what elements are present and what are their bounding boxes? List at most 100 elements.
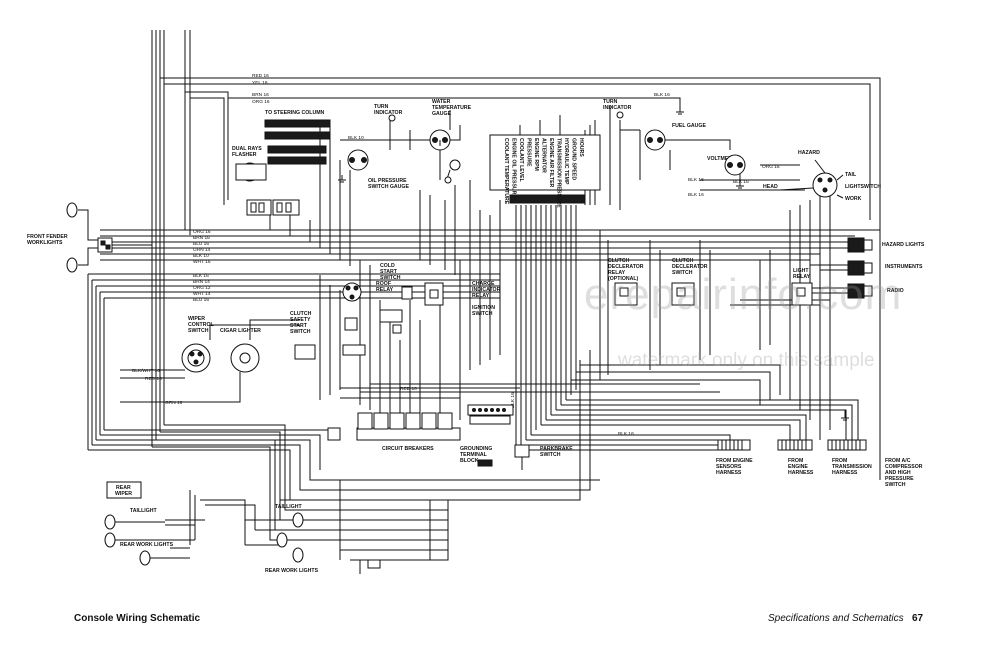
label: CONTROL bbox=[188, 322, 214, 328]
label: LIGHTSWITCH bbox=[845, 184, 881, 190]
wire-label: WHT 16 bbox=[193, 259, 211, 265]
label: INSTRUMENTS bbox=[885, 264, 923, 270]
label: FROM bbox=[832, 458, 847, 464]
rear-wiper: REAR WIPER bbox=[106, 481, 142, 499]
warning-panel-label: COOLANT LEVEL bbox=[518, 138, 524, 183]
label: LIGHT bbox=[793, 268, 809, 274]
wire-label: BLU 16 bbox=[193, 241, 209, 247]
wire-label: BRN 14 bbox=[193, 279, 210, 285]
wire-label: ORG 16 bbox=[762, 164, 780, 170]
label: REAR bbox=[116, 485, 131, 491]
label: CLUTCH bbox=[672, 258, 694, 264]
clutch-declerator-switch: CLUTCH DECLERATOR SWITCH bbox=[671, 258, 708, 306]
warning-panel-label: ENGINE OIL PRESSURE bbox=[511, 138, 517, 198]
label: DECLERATOR bbox=[608, 264, 644, 270]
label: REAR WORK LIGHTS bbox=[265, 568, 319, 574]
wire-label: BLU 16 bbox=[193, 297, 209, 303]
label: SWITCH bbox=[380, 275, 401, 281]
page-number: 67 bbox=[912, 613, 924, 624]
warning-panel-label: GROUND SPEED bbox=[571, 138, 577, 180]
label: WORK bbox=[845, 196, 862, 202]
light-relay: LIGHT RELAY bbox=[791, 268, 813, 306]
label: GAUGE bbox=[432, 111, 452, 117]
label: TERMINAL bbox=[460, 452, 488, 458]
label: FROM bbox=[788, 458, 803, 464]
wire-label: BLK 16 bbox=[193, 273, 209, 279]
warning-panel-label: ENGINE AIR FILTER bbox=[548, 138, 554, 188]
relay-cluster: COLD START SWITCH ROOF RELAY CHARGE INDI… bbox=[342, 263, 501, 334]
label: FROM A/C bbox=[885, 458, 911, 464]
label: PRESSURE bbox=[885, 476, 914, 482]
dual-rays-flasher: DUAL RAYS FLASHER bbox=[232, 146, 267, 182]
label: TAILLIGHT bbox=[130, 508, 158, 514]
label: WIPER bbox=[115, 491, 132, 497]
wire-label: BLK 10 bbox=[193, 253, 209, 259]
wire-label: ORG 16 bbox=[193, 229, 211, 235]
wire-label: GRN 16 bbox=[165, 400, 183, 406]
label: VOLTMETER bbox=[707, 156, 739, 162]
wire-label: BLK 16 bbox=[733, 179, 749, 185]
label: HAZARD bbox=[798, 150, 820, 156]
label: TO STEERING COLUMN bbox=[265, 110, 325, 116]
clutch-declerator-relay: CLUTCH DECLERATOR RELAY (OPTIONAL) bbox=[608, 258, 644, 306]
label: TAIL bbox=[845, 172, 857, 178]
section-title: Specifications and Schematics bbox=[768, 613, 904, 624]
label: ENGINE bbox=[788, 464, 808, 470]
label: SENSORS bbox=[716, 464, 742, 470]
label: AND HIGH bbox=[885, 470, 911, 476]
wire-label: BLK 16 bbox=[510, 392, 516, 408]
label: TEMPERATURE bbox=[432, 105, 472, 111]
label: RELAY bbox=[608, 270, 626, 276]
label: SAFETY bbox=[290, 317, 311, 323]
steering-column-connectors: TO STEERING COLUMN bbox=[264, 110, 331, 165]
label: SWITCH bbox=[885, 482, 906, 488]
label: WORKLIGHTS bbox=[27, 240, 63, 246]
label: CLUTCH bbox=[608, 258, 630, 264]
label: RELAY bbox=[793, 274, 811, 280]
warning-panel-label: COOLANT TEMPERATURE bbox=[503, 138, 509, 205]
oil-pressure-gauge: OIL PRESSURE SWITCH GAUGE bbox=[338, 149, 409, 190]
connector-blocks bbox=[246, 199, 300, 216]
ground-symbols bbox=[439, 106, 849, 421]
warning-panel-label: HYDRAULIC TEMP bbox=[563, 138, 569, 185]
wire-label: BRN 16 bbox=[193, 235, 210, 241]
wire-label: RED 16 bbox=[252, 73, 269, 79]
wire-label: BLK 16 bbox=[688, 177, 704, 183]
wire-labels: RED 16 YEL 16 BRN 16 ORG 16 BLK 10 BLK 1… bbox=[132, 73, 780, 437]
front-fender-worklights: FRONT FENDER WORKLIGHTS bbox=[27, 202, 113, 273]
label: SWITCH bbox=[672, 270, 693, 276]
label: OIL PRESSURE bbox=[368, 178, 407, 184]
water-temperature-gauge: WATER TEMPERATURE GAUGE bbox=[429, 99, 472, 184]
turn-indicator-right: TURN INDICATOR bbox=[603, 99, 632, 119]
label: FRONT FENDER bbox=[27, 234, 68, 240]
label: TAILLIGHT bbox=[275, 504, 303, 510]
turn-indicator-left: TURN INDICATOR bbox=[374, 104, 403, 122]
label: DUAL RAYS bbox=[232, 146, 262, 152]
right-side-connectors: HAZARD LIGHTS INSTRUMENTS RADIO bbox=[847, 237, 925, 299]
label: PARKBRAKE bbox=[540, 446, 573, 452]
label: SWITCH bbox=[188, 328, 209, 334]
label: BLOCK bbox=[460, 458, 479, 464]
label: FLASHER bbox=[232, 152, 257, 158]
label: CIGAR LIGHTER bbox=[220, 328, 261, 334]
wire-label: ORG 12 bbox=[193, 285, 211, 291]
label: TURN bbox=[374, 104, 389, 110]
wire-label: BLK 16 bbox=[654, 92, 670, 98]
wire-label: BLK 16 bbox=[618, 431, 634, 437]
warning-panel-label: PRESSURE bbox=[526, 138, 532, 167]
clutch-safety-start-switch: CLUTCH SAFETY START SWITCH bbox=[290, 311, 366, 360]
wire-label: BLK/WHT 16 bbox=[132, 368, 160, 374]
label: REAR WORK LIGHTS bbox=[120, 542, 174, 548]
warning-panel bbox=[489, 115, 601, 204]
light-switch: HAZARD TAIL LIGHTSWITCH HEAD WORK bbox=[763, 150, 881, 202]
label: SWITCH bbox=[290, 329, 311, 335]
label: HEAD bbox=[763, 184, 778, 190]
label: START bbox=[380, 269, 398, 275]
label: RELAY bbox=[472, 293, 490, 299]
label: HARNESS bbox=[716, 470, 742, 476]
label: CLUTCH bbox=[290, 311, 312, 317]
label: INDICATOR bbox=[374, 110, 403, 116]
label: CIRCUIT BREAKERS bbox=[382, 446, 434, 452]
